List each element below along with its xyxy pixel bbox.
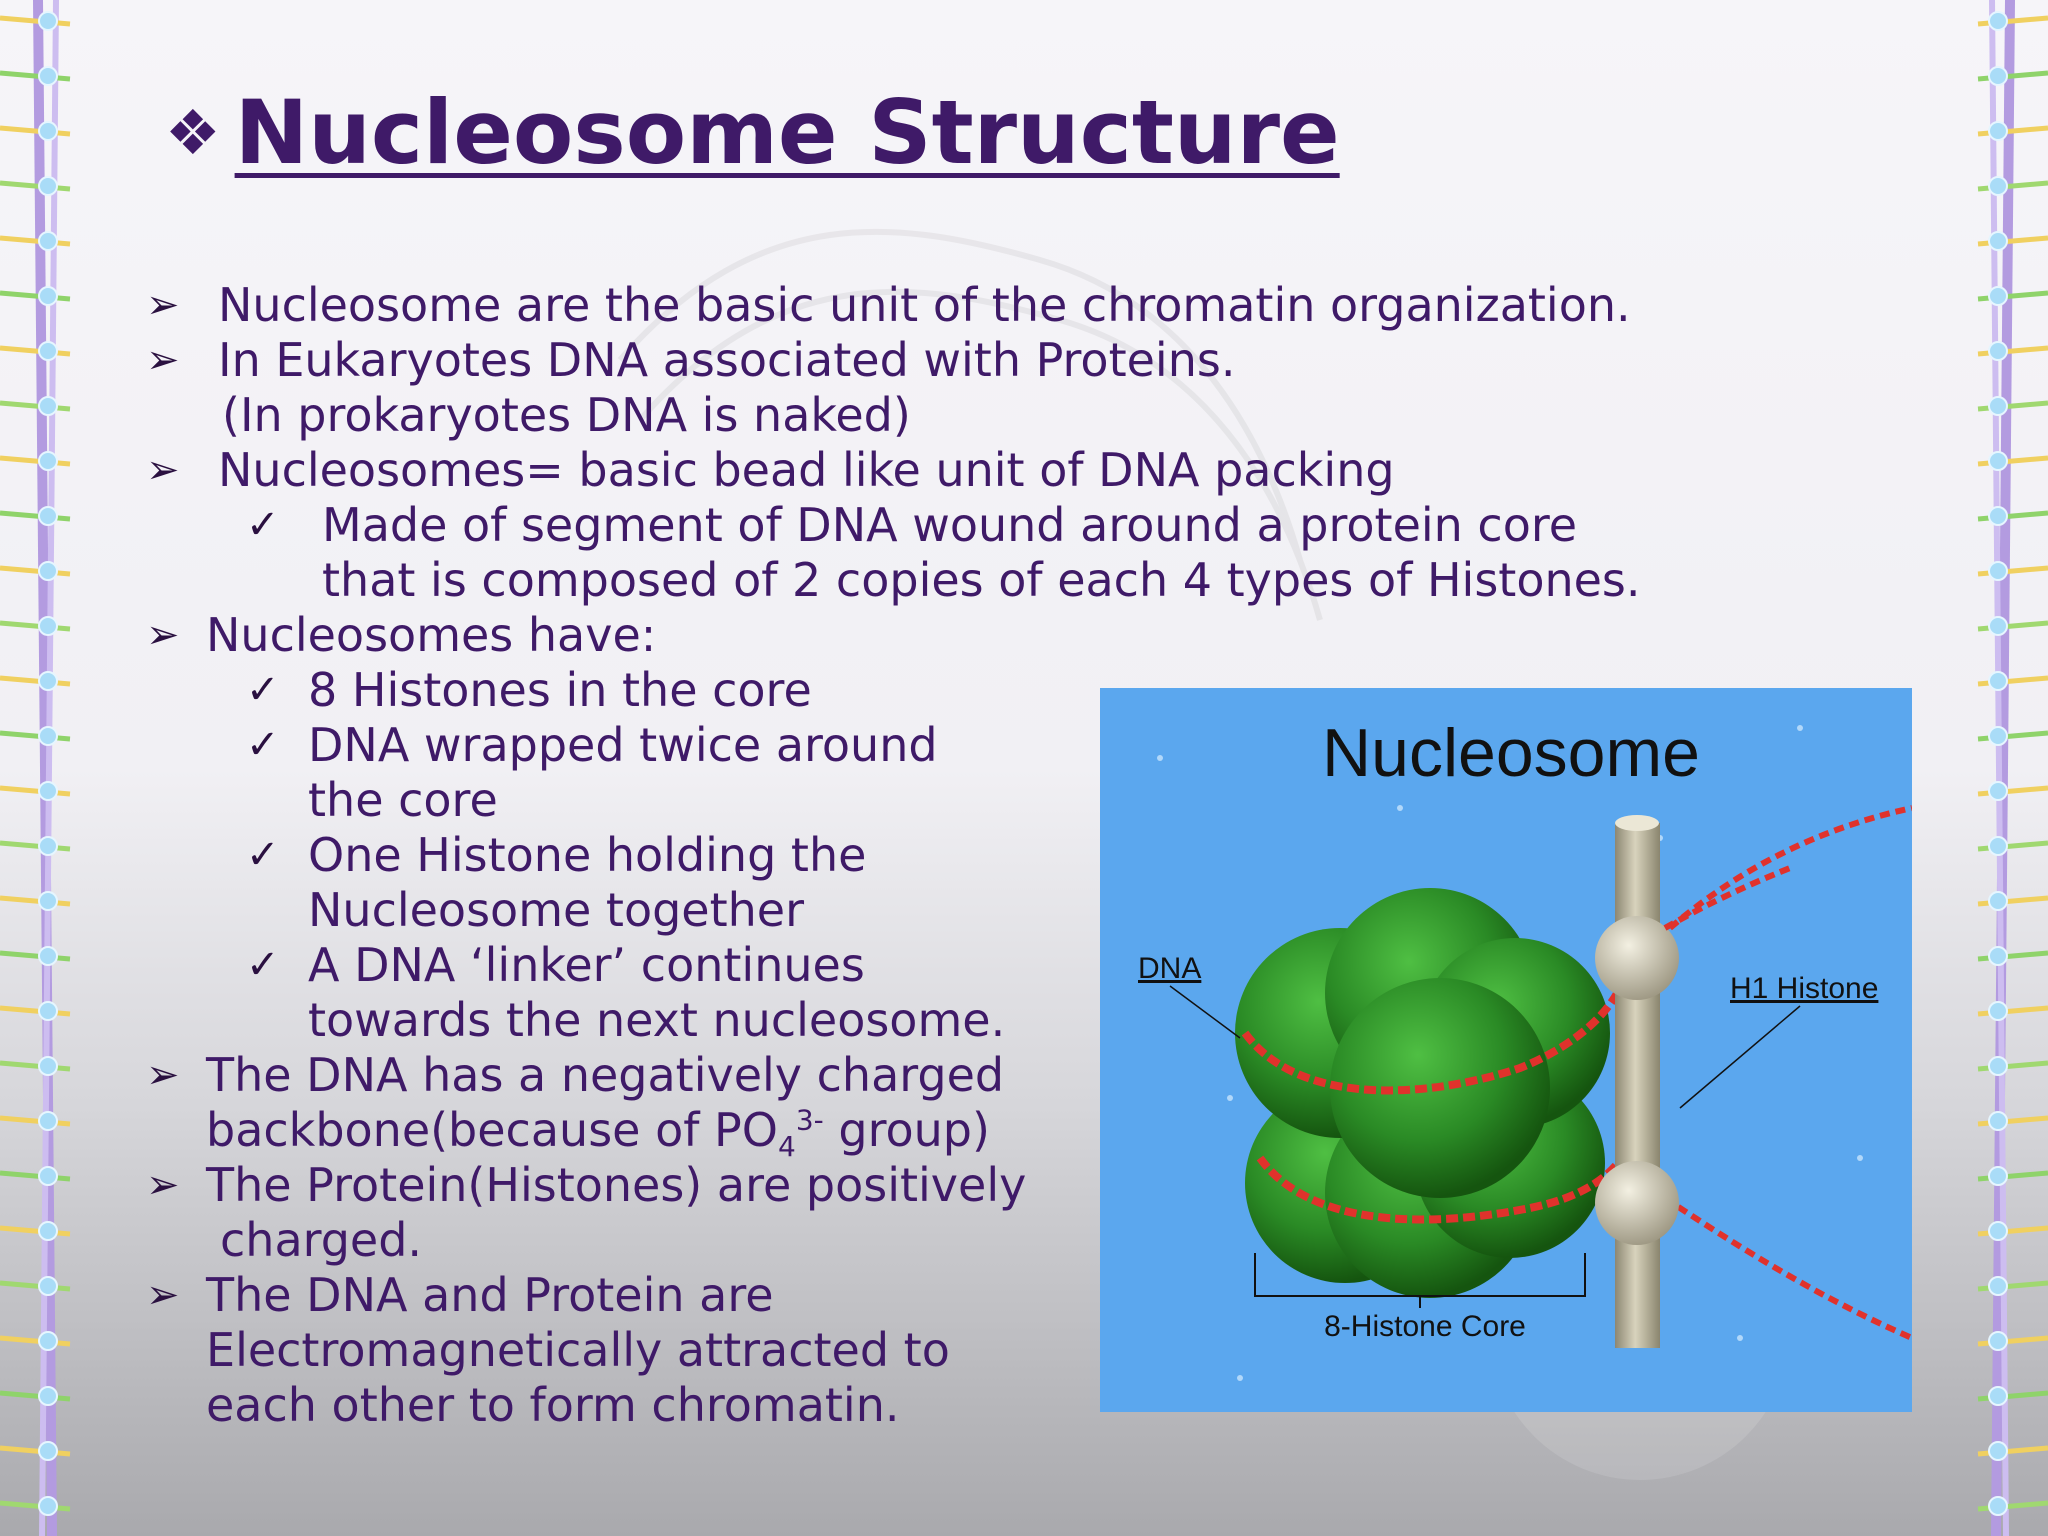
- bullet-line: The Protein(Histones) are positively: [206, 1158, 1027, 1212]
- right-helix-border: [1977, 0, 2048, 1536]
- bullet-line: Nucleosome are the basic unit of the chr…: [218, 278, 1631, 332]
- sub-bullet-line: One Histone holding the: [308, 828, 867, 882]
- bullet-line: each other to form chromatin.: [206, 1378, 900, 1432]
- slide-title: ❖ Nucleosome Structure: [165, 72, 1340, 192]
- sub-bullet-line: that is composed of 2 copies of each 4 t…: [322, 553, 1641, 607]
- h1-histone-label: H1 Histone: [1730, 972, 1878, 1005]
- diamond-bullet-icon: ❖: [165, 95, 221, 169]
- check-bullet-icon: ✓: [246, 832, 280, 878]
- superscript-charge: 3-: [795, 1103, 824, 1137]
- h1-histone-icon: [1595, 815, 1679, 1348]
- sub-bullet-line: Nucleosome together: [308, 883, 805, 937]
- histone-core-icon: [1235, 888, 1610, 1298]
- bullet-line: Nucleosomes= basic bead like unit of DNA…: [218, 443, 1395, 497]
- sub-bullet-line: 8 Histones in the core: [308, 663, 812, 717]
- arrow-bullet-icon: ➢: [146, 612, 180, 658]
- check-bullet-icon: ✓: [246, 502, 280, 548]
- arrow-bullet-icon: ➢: [146, 1162, 180, 1208]
- bullet-line: charged.: [220, 1213, 423, 1267]
- subscript-4: 4: [778, 1130, 796, 1164]
- sub-bullet-line: A DNA ‘linker’ continues: [308, 938, 865, 992]
- backbone-text: backbone(because of PO: [206, 1103, 778, 1157]
- arrow-bullet-icon: ➢: [146, 282, 180, 328]
- check-bullet-icon: ✓: [246, 667, 280, 713]
- figure-title: Nucleosome: [1322, 715, 1700, 791]
- sub-bullet-line: DNA wrapped twice around: [308, 718, 938, 772]
- bullet-line: (In prokaryotes DNA is naked): [222, 388, 911, 442]
- arrow-bullet-icon: ➢: [146, 1272, 180, 1318]
- arrow-bullet-icon: ➢: [146, 337, 180, 383]
- sub-bullet-line: the core: [308, 773, 498, 827]
- bullet-line: In Eukaryotes DNA associated with Protei…: [218, 333, 1236, 387]
- bullet-line: Nucleosomes have:: [206, 608, 657, 662]
- dna-label: DNA: [1138, 952, 1201, 985]
- nucleosome-figure: Nucleosome: [1100, 688, 1912, 1412]
- bullet-line: The DNA and Protein are: [206, 1268, 774, 1322]
- bullet-line: The DNA has a negatively charged: [206, 1048, 1005, 1102]
- backbone-line: backbone(because of PO43- group): [206, 1103, 990, 1161]
- check-bullet-icon: ✓: [246, 722, 280, 768]
- histone-core-label: 8-Histone Core: [1324, 1310, 1526, 1343]
- title-text: Nucleosome Structure: [234, 80, 1340, 184]
- backbone-text-end: group): [823, 1103, 990, 1157]
- left-helix-border: [0, 0, 71, 1536]
- arrow-bullet-icon: ➢: [146, 1052, 180, 1098]
- check-bullet-icon: ✓: [246, 942, 280, 988]
- arrow-bullet-icon: ➢: [146, 447, 180, 493]
- nucleosome-diagram: Nucleosome: [1138, 715, 1912, 1381]
- bullet-line: Electromagnetically attracted to: [206, 1323, 950, 1377]
- sub-bullet-line: towards the next nucleosome.: [308, 993, 1006, 1047]
- sub-bullet-line: Made of segment of DNA wound around a pr…: [322, 498, 1578, 552]
